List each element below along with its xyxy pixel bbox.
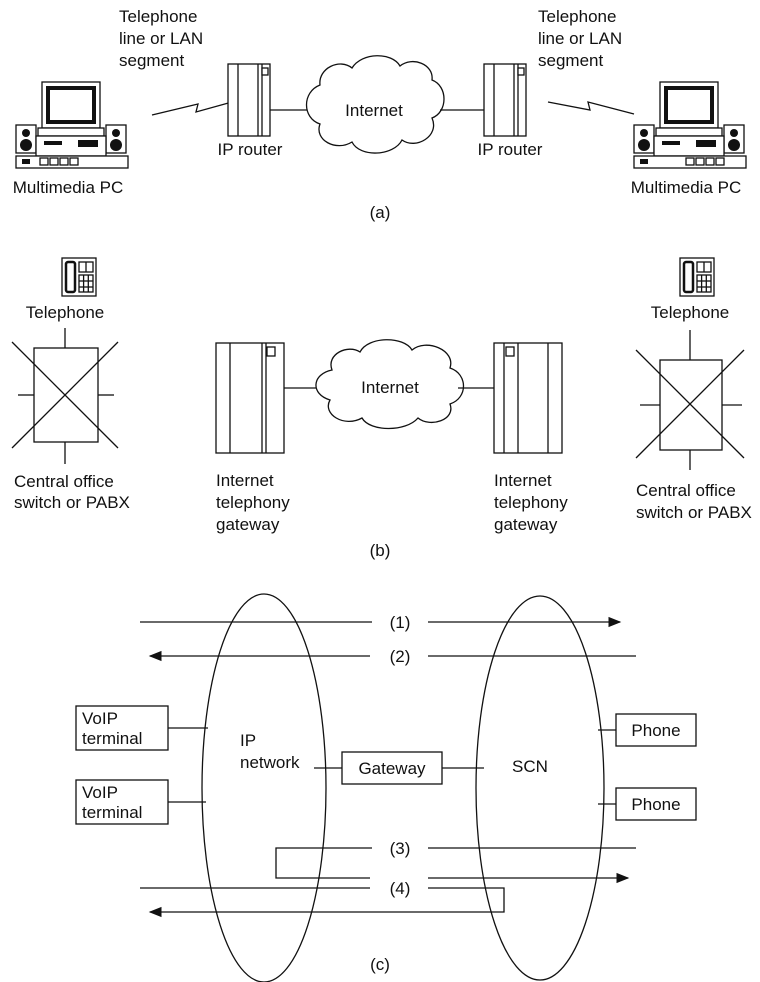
voip-terminal-bottom-label-2: terminal	[82, 803, 142, 822]
flow-4-loop	[148, 887, 505, 918]
left-link-label-1: Telephone	[119, 7, 197, 26]
right-telephony-gateway-icon	[493, 342, 563, 454]
flow-3-loop	[275, 847, 372, 879]
flow-2-label: (2)	[390, 647, 411, 666]
gateway-box	[341, 751, 443, 785]
left-gateway-label-3: gateway	[216, 515, 280, 534]
left-pc-label: Multimedia PC	[13, 178, 124, 197]
right-pc-label: Multimedia PC	[631, 178, 742, 197]
internet-label-a: Internet	[345, 101, 403, 120]
panel-b: Telephone Central office switch or PABX …	[11, 257, 752, 560]
left-telephony-gateway-icon	[215, 342, 285, 454]
right-switch-label-2: switch or PABX	[636, 503, 752, 522]
caption-c: (c)	[370, 955, 390, 974]
right-telephone-icon	[679, 257, 715, 297]
left-router-label: IP router	[218, 140, 283, 159]
voip-terminal-top: VoIP terminal	[75, 705, 208, 751]
flow-4-label: (4)	[390, 879, 411, 898]
caption-b: (b)	[370, 541, 391, 560]
voip-terminal-top-label-1: VoIP	[82, 709, 118, 728]
scn-ellipse	[475, 595, 605, 981]
phone-bottom-box	[615, 787, 697, 821]
left-telephone-icon	[61, 257, 97, 297]
panel-c: (1) (2) VoIP terminal VoIP terminal IP n…	[75, 593, 697, 982]
flow-1-label: (1)	[390, 613, 411, 632]
caption-a: (a)	[370, 203, 391, 222]
internet-label-b: Internet	[361, 378, 419, 397]
left-link-label-3: segment	[119, 51, 184, 70]
ip-network-label-2: network	[240, 753, 300, 772]
left-switch-label-1: Central office	[14, 472, 114, 491]
panel-a: Telephone line or LAN segment Telephone …	[13, 7, 747, 222]
right-telephone-label: Telephone	[651, 303, 729, 322]
right-link-label-1: Telephone	[538, 7, 616, 26]
right-gateway-label-1: Internet	[494, 471, 552, 490]
right-switch-label-1: Central office	[636, 481, 736, 500]
right-gateway-label-3: gateway	[494, 515, 558, 534]
right-ip-router-icon	[483, 63, 527, 137]
left-gateway-label-1: Internet	[216, 471, 274, 490]
phone-top-label: Phone	[631, 721, 680, 740]
flow-3-label: (3)	[390, 839, 411, 858]
left-ip-router-icon	[227, 63, 271, 137]
left-multimedia-pc-icon	[15, 81, 129, 169]
voip-terminal-top-label-2: terminal	[82, 729, 142, 748]
right-link-label-2: line or LAN	[538, 29, 622, 48]
left-gateway-label-2: telephony	[216, 493, 290, 512]
voip-terminal-bottom: VoIP terminal	[75, 779, 206, 825]
internet-cloud-b	[315, 339, 465, 430]
right-gateway-label-2: telephony	[494, 493, 568, 512]
left-link-zigzag	[151, 101, 233, 116]
right-link-label-3: segment	[538, 51, 603, 70]
right-link-zigzag	[547, 101, 635, 115]
gateway-label: Gateway	[358, 759, 426, 778]
scn-label: SCN	[512, 757, 548, 776]
phone-bottom-label: Phone	[631, 795, 680, 814]
internet-cloud-a	[306, 55, 445, 154]
voip-terminal-bottom-label-1: VoIP	[82, 783, 118, 802]
right-multimedia-pc-icon	[633, 81, 747, 169]
right-router-label: IP router	[478, 140, 543, 159]
left-link-label-2: line or LAN	[119, 29, 203, 48]
ip-network-label-1: IP	[240, 731, 256, 750]
phone-top-box	[615, 713, 697, 747]
ip-network-ellipse	[201, 593, 327, 982]
right-switch-icon	[635, 330, 745, 470]
left-switch-icon	[11, 328, 119, 464]
left-switch-label-2: switch or PABX	[14, 493, 130, 512]
left-telephone-label: Telephone	[26, 303, 104, 322]
